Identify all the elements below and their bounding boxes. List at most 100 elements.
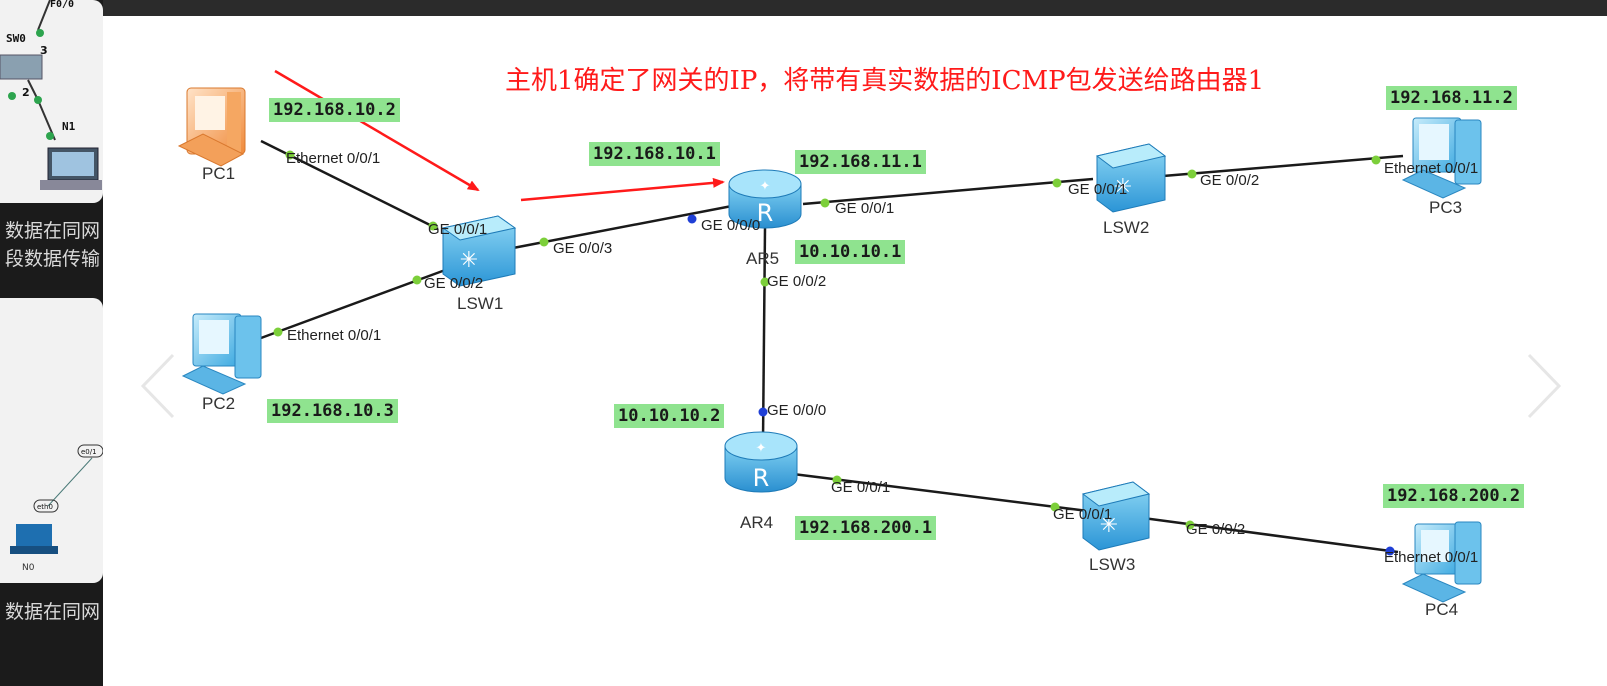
port-dot	[1385, 546, 1395, 556]
thumb1-port-top: F0/0	[50, 0, 74, 10]
device-label-pc1: PC1	[202, 164, 236, 183]
svg-text:R: R	[757, 199, 774, 227]
link-lsw2-pc3	[1162, 154, 1404, 178]
device-label-ar4: AR4	[740, 513, 774, 532]
viewer-top-bar	[103, 0, 1607, 16]
port-label-lsw1-g002: GE 0/0/2	[424, 275, 484, 292]
thumb1-sw-label: SW0	[6, 32, 26, 45]
previous-arrow-button[interactable]	[139, 351, 179, 421]
svg-text:✳: ✳	[1100, 513, 1118, 538]
network-topology-diagram: ✳ ✳ ✳ ✦ R ✦ R	[177, 69, 1482, 603]
red-arrow-icon	[520, 177, 725, 202]
thumb1-port2: 2	[22, 86, 30, 99]
port-dot	[1050, 502, 1060, 512]
thumbnail-1-topology: SW0 F0/0 3 2 N1	[0, 0, 102, 190]
svg-text:R: R	[753, 464, 770, 492]
device-label-pc2: PC2	[202, 394, 236, 413]
port-label-pc4-eth: Ethernet 0/0/1	[1384, 549, 1479, 566]
image-viewer: ✳ ✳ ✳ ✦ R ✦ R 主机1确定了网关的IP，将带有真实数据的ICMP包发…	[103, 16, 1607, 686]
port-label-pc3-eth: Ethernet 0/0/1	[1384, 160, 1479, 177]
chevron-left-icon	[140, 353, 175, 419]
device-label-lsw3: LSW3	[1089, 555, 1136, 574]
thumbnail-2-topology: eth0 e0/1 N0	[10, 444, 103, 573]
pc2-icon[interactable]	[181, 313, 262, 395]
svg-text:✳: ✳	[1114, 175, 1132, 200]
port-label-ar5-g000: GE 0/0/0	[701, 217, 761, 234]
port-label-ar5-g001: GE 0/0/1	[835, 200, 895, 217]
thumb1-port3: 3	[40, 44, 48, 57]
port-dot	[1187, 169, 1197, 179]
port-dot	[820, 198, 830, 208]
red-arrow-icon	[274, 69, 480, 192]
sidebar: SW0 F0/0 3 2 N1 数据在同网 段数据传输 eth0 e0/1 N0…	[0, 0, 103, 686]
thumbnail-2-caption[interactable]: 数据在同网	[5, 601, 101, 623]
port-dot	[1052, 178, 1062, 188]
next-arrow-button[interactable]	[1523, 351, 1563, 421]
port-label-lsw3-g001: GE 0/0/1	[1053, 506, 1113, 523]
port-dot	[412, 275, 422, 285]
ar5-router-icon[interactable]: ✦ R	[728, 169, 802, 229]
ip-label-ar4-g001: 192.168.200.1	[795, 516, 937, 540]
device-label-lsw2: LSW2	[1103, 218, 1150, 237]
link-ar5-lsw2	[802, 177, 1094, 206]
ip-label-ar5-g001: 192.168.11.1	[795, 150, 926, 174]
thumb2-eth0: eth0	[37, 503, 53, 511]
chevron-right-icon	[1527, 353, 1562, 419]
port-dot	[758, 407, 768, 417]
port-dot	[760, 277, 770, 287]
pc3-icon[interactable]	[1401, 117, 1482, 199]
ip-label-ar5-g000: 192.168.10.1	[589, 142, 720, 166]
port-label-lsw3-g002: GE 0/0/2	[1186, 521, 1246, 538]
annotation-text: 主机1确定了网关的IP，将带有真实数据的ICMP包发送给路由器1	[505, 66, 1265, 96]
device-label-lsw1: LSW1	[457, 294, 504, 313]
port-label-pc2-eth: Ethernet 0/0/1	[287, 327, 382, 344]
link-ar4-lsw3	[792, 472, 1089, 513]
ip-label-pc2: 192.168.10.3	[267, 399, 398, 423]
svg-text:✳: ✳	[460, 248, 478, 273]
thumb1-n1: N1	[62, 120, 76, 133]
links	[260, 139, 1404, 554]
device-label-pc3: PC3	[1429, 198, 1463, 217]
lsw3-icon[interactable]: ✳	[1081, 481, 1151, 551]
thumbnail-2[interactable]: eth0 e0/1 N0	[0, 298, 103, 583]
pc1-icon[interactable]	[177, 87, 246, 167]
port-dot	[285, 150, 295, 160]
link-lsw1-ar5	[512, 199, 759, 250]
port-label-ar4-g001: GE 0/0/1	[831, 479, 891, 496]
ip-label-ar4-g000: 10.10.10.2	[614, 404, 725, 428]
svg-text:✦: ✦	[756, 441, 767, 456]
port-dot	[428, 221, 438, 231]
thumb2-n0: N0	[22, 563, 35, 573]
port-dot	[539, 237, 549, 247]
ip-label-pc4: 192.168.200.2	[1383, 484, 1525, 508]
ip-label-pc1: 192.168.10.2	[269, 98, 400, 122]
port-label-lsw1-g003: GE 0/0/3	[553, 240, 613, 257]
ip-label-pc3: 192.168.11.2	[1386, 86, 1517, 110]
port-label-pc1-eth: Ethernet 0/0/1	[286, 150, 381, 167]
port-dot	[1185, 520, 1195, 530]
lsw2-icon[interactable]: ✳	[1095, 143, 1167, 213]
svg-text:✦: ✦	[760, 179, 771, 194]
lsw1-icon[interactable]: ✳	[441, 215, 517, 287]
port-label-lsw1-g001: GE 0/0/1	[428, 221, 488, 238]
link-lsw3-pc4	[1142, 516, 1399, 554]
port-label-ar5-g002: GE 0/0/2	[767, 273, 827, 290]
ip-label-ar5-g002: 10.10.10.1	[795, 240, 906, 264]
device-label-ar5: AR5	[746, 249, 780, 268]
pc4-icon[interactable]	[1401, 521, 1482, 603]
thumbnail-1-caption-line1[interactable]: 数据在同网	[5, 220, 101, 242]
thumb2-e0: e0/1	[81, 448, 97, 456]
thumbnail-1-caption-line2[interactable]: 段数据传输	[5, 248, 101, 270]
port-label-lsw2-g002: GE 0/0/2	[1200, 172, 1260, 189]
port-dots	[273, 150, 1395, 556]
port-dot	[832, 475, 842, 485]
thumbnail-1[interactable]: SW0 F0/0 3 2 N1	[0, 0, 103, 203]
port-label-lsw2-g001: GE 0/0/1	[1068, 181, 1128, 198]
ar4-router-icon[interactable]: ✦ R	[724, 431, 798, 493]
port-dot	[687, 214, 697, 224]
port-dot	[273, 327, 283, 337]
link-ar5-ar4	[761, 227, 767, 442]
port-label-ar4-g000: GE 0/0/0	[767, 402, 827, 419]
port-dot	[1371, 155, 1381, 165]
device-label-pc4: PC4	[1425, 600, 1459, 619]
